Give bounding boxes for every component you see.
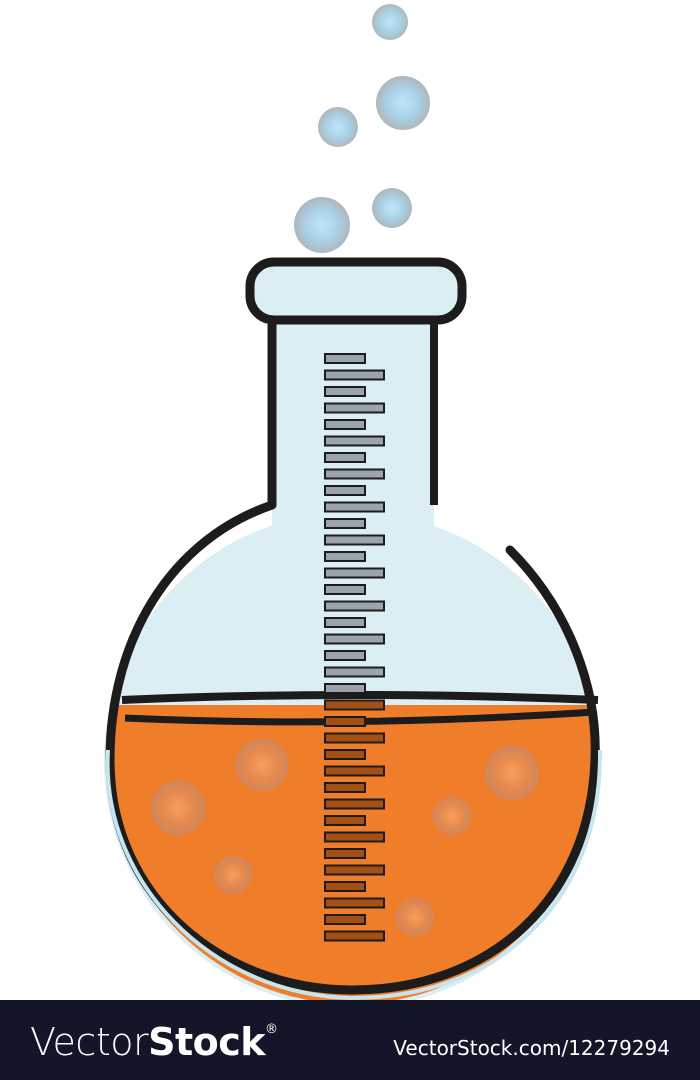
logo-bold-text: Stock — [148, 1020, 266, 1064]
rising-bubbles — [294, 4, 430, 253]
liquid-bubbles — [151, 739, 539, 936]
flask-illustration — [104, 4, 603, 1008]
watermark-footer: VectorStock® VectorStock.com/12279294 — [0, 1000, 700, 1080]
stock-id: VectorStock.com/12279294 — [393, 1036, 670, 1060]
registered-mark: ® — [265, 1022, 278, 1037]
vectorstock-logo: VectorStock® — [30, 1020, 278, 1064]
flask-icon — [104, 4, 603, 1008]
logo-light-text: Vector — [30, 1020, 149, 1064]
graduation-ticks — [324, 353, 385, 942]
